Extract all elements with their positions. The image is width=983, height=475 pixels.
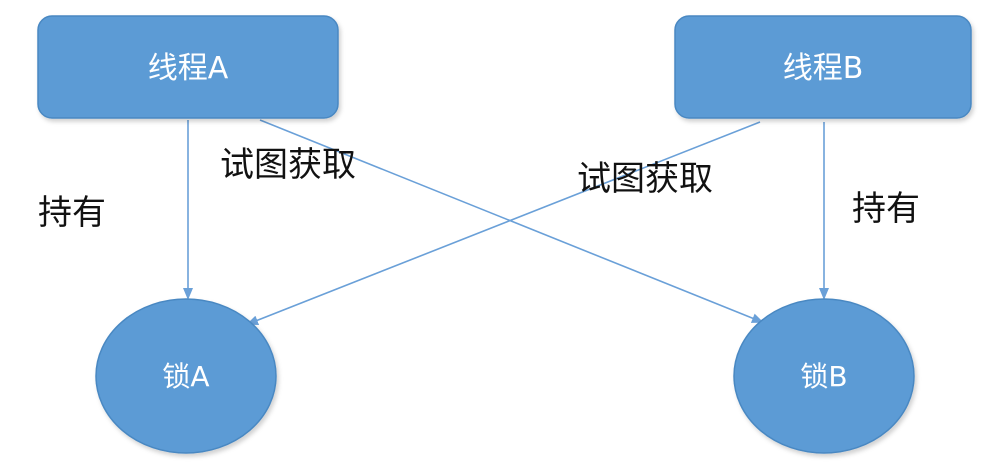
lock-b-label: 锁B: [800, 360, 847, 393]
lock-a-label: 锁A: [162, 360, 209, 393]
label-b-holds: 持有: [852, 189, 920, 229]
lock-a-node: 锁A: [95, 298, 277, 454]
label-b-tries: 试图获取: [577, 159, 713, 199]
label-a-holds: 持有: [38, 193, 106, 233]
thread-b-label: 线程B: [783, 51, 864, 86]
thread-a-node: 线程A: [37, 15, 339, 119]
label-a-tries: 试图获取: [220, 145, 356, 185]
edge-thread-b-tries-lock-a: [246, 121, 761, 325]
thread-a-label: 线程A: [148, 51, 229, 86]
lock-b-node: 锁B: [733, 298, 915, 454]
thread-b-node: 线程B: [674, 15, 972, 119]
